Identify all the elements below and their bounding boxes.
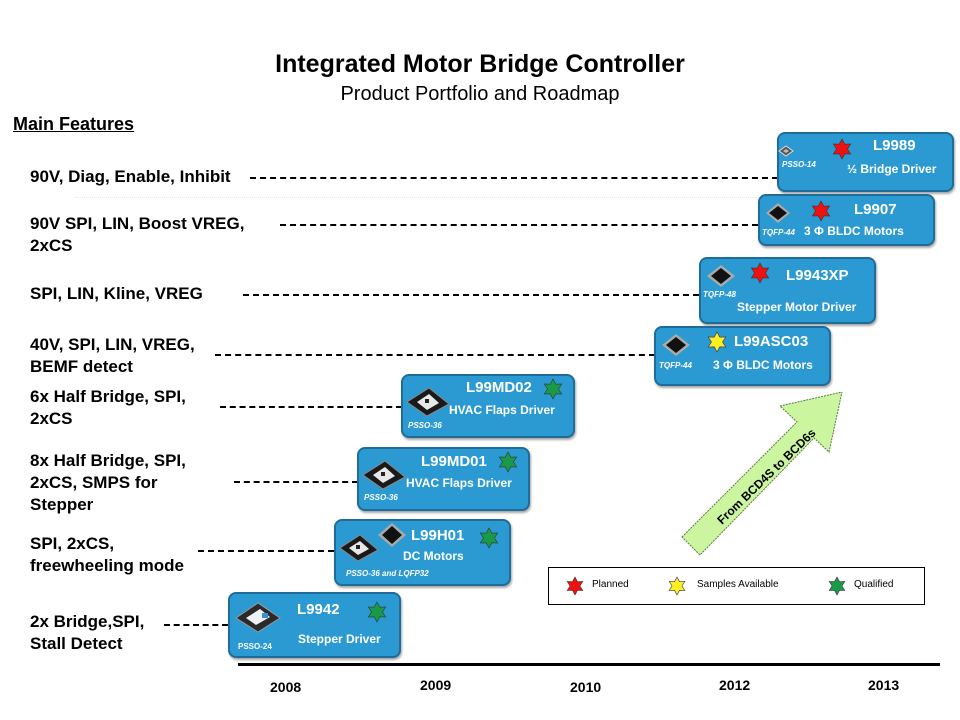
feature-label: 8x Half Bridge, SPI, 2xCS, SMPS for Step… (30, 450, 186, 516)
connector-line (234, 481, 358, 483)
connector-line (250, 177, 778, 179)
feature-label: SPI, LIN, Kline, VREG (30, 283, 203, 305)
package-label: PSSO-24 (238, 642, 272, 651)
feature-label: 40V, SPI, LIN, VREG, BEMF detect (30, 334, 195, 378)
psso-chip-icon (235, 602, 281, 633)
feature-line: 2xCS, SMPS for (30, 473, 158, 492)
product-name: L9907 (854, 201, 897, 218)
product-name: L99H01 (411, 527, 465, 544)
feature-label: 6x Half Bridge, SPI, 2xCS (30, 386, 186, 430)
feature-line: 40V, SPI, LIN, VREG, (30, 335, 195, 354)
product-card-l99md01[interactable]: L99MD01 HVAC Flaps Driver PSSO-36 (357, 447, 530, 511)
tqfp-chip-icon (662, 334, 690, 356)
connector-line (198, 550, 334, 552)
qualified-legend-star-icon (828, 576, 846, 596)
feature-line: freewheeling mode (30, 556, 184, 575)
product-card-l99h01[interactable]: L99H01 DC Motors PSSO-36 and LQFP32 (334, 519, 511, 586)
package-label: TQFP-48 (703, 290, 736, 299)
product-card-l9942[interactable]: L9942 Stepper Driver PSSO-24 (228, 592, 401, 658)
feature-line: 90V SPI, LIN, Boost VREG, (30, 214, 245, 233)
connector-line (243, 294, 699, 296)
technology-migration-arrow: From BCD4S to BCD6s (681, 392, 843, 556)
planned-legend-star-icon (566, 576, 584, 596)
diagram-title: Integrated Motor Bridge Controller (275, 50, 685, 78)
product-description: DC Motors (403, 549, 464, 563)
package-label: TQFP-44 (762, 228, 795, 237)
product-name: L99MD01 (421, 453, 487, 470)
psso-chip-icon (406, 387, 450, 417)
legend-label-samples: Samples Available (697, 579, 779, 590)
qualified-status-star-icon (498, 451, 518, 473)
package-label: PSSO-36 (364, 493, 398, 502)
main-features-heading: Main Features (13, 114, 135, 134)
timeline-axis (238, 663, 940, 666)
product-card-l9943xp[interactable]: L9943XP Stepper Motor Driver TQFP-48 (699, 257, 876, 324)
feature-line: SPI, LIN, Kline, VREG (30, 284, 203, 303)
package-label: PSSO-36 and LQFP32 (346, 569, 429, 578)
package-label: TQFP-44 (659, 361, 692, 370)
feature-line: 8x Half Bridge, SPI, (30, 451, 186, 470)
feature-label: 90V, Diag, Enable, Inhibit (30, 166, 231, 188)
diagram-subtitle: Product Portfolio and Roadmap (340, 83, 620, 105)
product-card-l9907[interactable]: L9907 3 Φ BLDC Motors TQFP-44 (758, 194, 935, 246)
feature-line: 2xCS (30, 409, 73, 428)
qualified-status-star-icon (367, 601, 387, 623)
product-description: Stepper Motor Driver (737, 300, 857, 314)
feature-line: Stall Detect (30, 634, 123, 653)
feature-label: SPI, 2xCS, freewheeling mode (30, 533, 184, 577)
product-name: L99ASC03 (734, 333, 809, 350)
product-card-l99md02[interactable]: L99MD02 HVAC Flaps Driver PSSO-36 (401, 374, 575, 438)
product-card-l99asc03[interactable]: L99ASC03 3 Φ BLDC Motors TQFP-44 (654, 326, 831, 386)
feature-line: 6x Half Bridge, SPI, (30, 387, 186, 406)
feature-line: 90V, Diag, Enable, Inhibit (30, 167, 231, 186)
psso-chip-icon (362, 460, 406, 490)
product-name: L9989 (873, 137, 916, 154)
year-label: 2009 (420, 677, 452, 693)
samples-status-star-icon (707, 331, 727, 353)
lqfp-chip-icon (378, 523, 406, 547)
connector-line (280, 224, 758, 226)
product-card-l9989[interactable]: L9989 ½ Bridge Driver PSSO-14 (777, 132, 954, 192)
status-legend: Planned Samples Available Qualified (548, 567, 925, 605)
product-name: L99MD02 (466, 379, 532, 396)
tqfp-chip-icon (707, 265, 735, 287)
year-label: 2010 (570, 679, 602, 695)
planned-status-star-icon (750, 262, 770, 284)
product-description: 3 Φ BLDC Motors (804, 224, 904, 238)
qualified-status-star-icon (479, 527, 499, 549)
package-label: PSSO-36 (408, 421, 442, 430)
feature-line: Stepper (30, 495, 94, 514)
product-description: 3 Φ BLDC Motors (713, 358, 813, 372)
product-name: L9943XP (786, 267, 849, 284)
year-label: 2008 (270, 679, 302, 695)
planned-status-star-icon (832, 138, 852, 160)
tqfp-chip-icon (766, 203, 790, 223)
feature-line: 2x Bridge,SPI, (30, 612, 145, 631)
product-description: HVAC Flaps Driver (449, 403, 555, 417)
product-description: ½ Bridge Driver (847, 162, 937, 176)
year-label: 2012 (719, 677, 751, 693)
year-label: 2013 (868, 677, 900, 693)
divider (75, 197, 775, 198)
product-description: Stepper Driver (298, 632, 381, 646)
legend-label-qualified: Qualified (854, 579, 894, 590)
connector-line (215, 354, 655, 356)
feature-label: 90V SPI, LIN, Boost VREG, 2xCS (30, 213, 244, 257)
connector-line (164, 624, 228, 626)
feature-label: 2x Bridge,SPI, Stall Detect (30, 611, 144, 655)
product-name: L9942 (297, 601, 340, 618)
product-description: HVAC Flaps Driver (406, 476, 512, 490)
feature-line: SPI, 2xCS, (30, 534, 115, 553)
planned-status-star-icon (811, 200, 831, 222)
chip-package-icon (778, 145, 794, 157)
psso-chip-icon (339, 534, 379, 562)
technology-arrow-label: From BCD4S to BCD6s (714, 426, 818, 528)
package-label: PSSO-14 (782, 160, 816, 169)
connector-line (220, 406, 402, 408)
feature-line: 2xCS (30, 236, 73, 255)
legend-label-planned: Planned (592, 579, 629, 590)
qualified-status-star-icon (543, 378, 563, 400)
samples-legend-star-icon (668, 576, 686, 596)
feature-line: BEMF detect (30, 357, 133, 376)
